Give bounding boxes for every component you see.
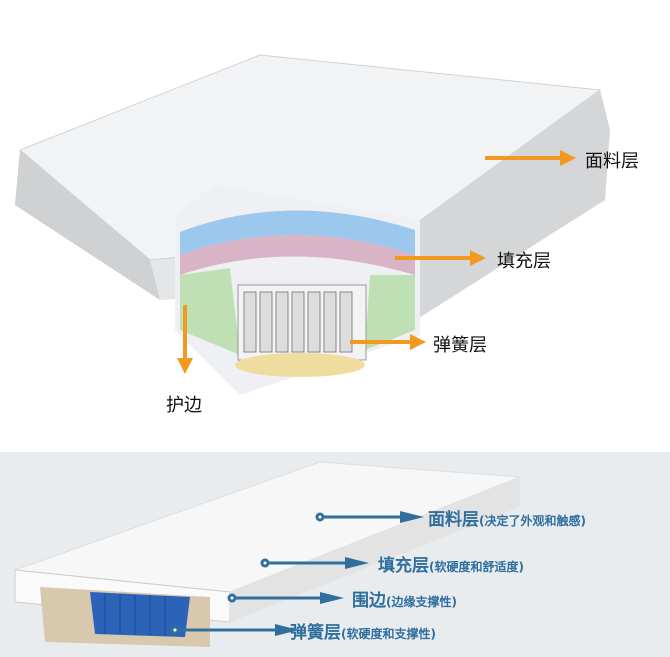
orange-arrows [177,150,576,374]
label-spring-layer: 弹簧层 [433,335,487,356]
bottom-label-spring: 弹簧层(软硬度和支撑性) [290,623,436,643]
label-cover-layer: 面料层 [585,151,639,172]
bottom-mattress-panel: 面料层(决定了外观和触感) 填充层(软硬度和舒适度) 围边(边缘支撑性) 弹簧层… [0,452,670,657]
top-mattress-illustration [15,54,610,395]
label-filling-layer: 填充层 [497,251,551,272]
top-mattress-panel: 面料层 填充层 弹簧层 护边 [15,54,639,416]
label-edge: 护边 [166,395,202,416]
bottom-label-cover: 面料层(决定了外观和触感) [428,510,586,530]
blue-arrows [170,511,424,636]
bottom-label-edge: 围边(边缘支撑性) [352,591,457,611]
bottom-label-filling: 填充层(软硬度和舒适度) [378,556,524,576]
bottom-mattress-illustration [14,461,521,647]
cutaway [175,185,420,395]
